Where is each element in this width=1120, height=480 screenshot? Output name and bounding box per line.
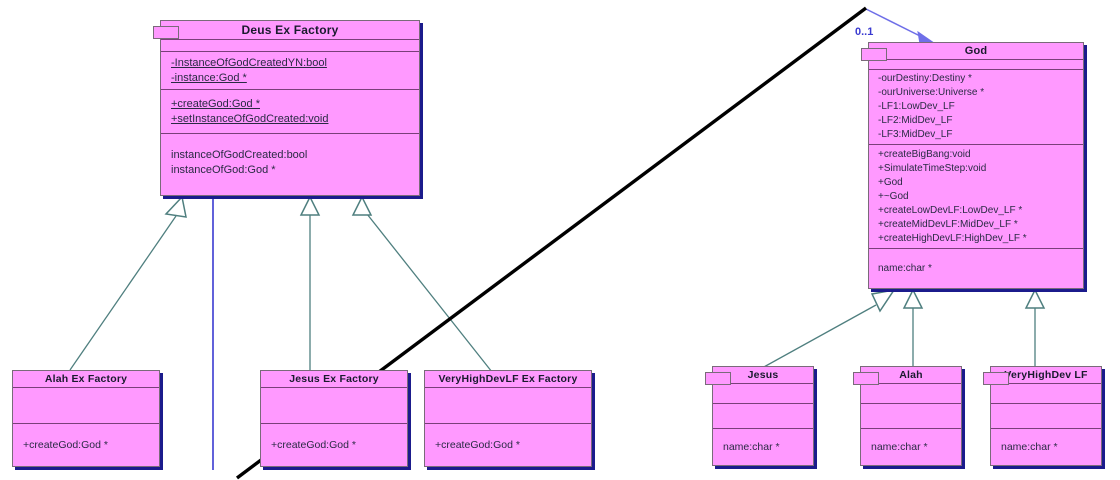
class-tab-icon [853,372,879,385]
attributes-compartment-god: -ourDestiny:Destiny * -ourUniverse:Unive… [869,70,1083,145]
class-title-jesus: Jesus [713,367,813,384]
compartment-empty-2 [713,404,813,429]
operations-compartment-god: +createBigBang:void +SimulateTimeStep:vo… [869,145,1083,249]
compartment-empty-1 [861,384,961,404]
multiplicity-label-god: 0..1 [855,26,874,38]
class-box-alah-ex-factory[interactable]: Alah Ex Factory +createGod:God * [12,370,160,467]
operation-item: +createGod:God * [435,438,520,451]
generalization-jesus-to-god [761,288,896,369]
compartment-empty-1 [713,384,813,404]
attributes-compartment-jesus-ex-factory [261,388,407,424]
property-item: name:char * [1001,441,1058,453]
attribute-item: -LF3:MidDev_LF [878,129,953,140]
operation-item: +setInstanceOfGodCreated:void [171,112,329,125]
class-box-deus-ex-factory[interactable]: Deus Ex Factory -InstanceOfGodCreatedYN:… [153,20,420,196]
class-tab-icon [153,26,179,39]
property-item: name:char * [871,441,928,453]
operation-item: +createHighDevLF:HighDev_LF * [878,232,1027,244]
attributes-compartment-deus-ex-factory: -InstanceOfGodCreatedYN:bool -instance:G… [161,52,419,90]
property-item: instanceOfGod:God * [171,164,276,176]
attribute-item: -ourDestiny:Destiny * [878,73,972,84]
class-spacer-compartment [869,60,1083,70]
properties-compartment-jesus: name:char * [713,429,813,466]
attributes-compartment-veryhighdevlf-ex-factory [425,388,591,424]
class-title-jesus-ex-factory: Jesus Ex Factory [261,371,407,388]
properties-compartment-veryhighdev-lf: name:char * [991,429,1101,466]
generalization-jesusexfactory-to-deusexfactory [299,195,321,372]
class-tab-icon [861,48,887,61]
operations-compartment-jesus-ex-factory: +createGod:God * [261,424,407,466]
attribute-item: -ourUniverse:Universe * [878,87,985,98]
generalization-alahexfactory-to-deusexfactory [69,195,187,371]
association-deusexfactory-to-god [212,8,936,470]
class-title-veryhighdev-lf: VeryHighDev LF [991,367,1101,384]
class-title-deus-ex-factory: Deus Ex Factory [161,21,419,40]
operations-compartment-alah-ex-factory: +createGod:God * [13,424,159,466]
operation-item: +~God [878,190,909,202]
class-box-alah[interactable]: Alah name:char * [853,366,962,466]
class-title-alah-ex-factory: Alah Ex Factory [13,371,159,388]
class-box-jesus[interactable]: Jesus name:char * [705,366,814,466]
compartment-empty-1 [991,384,1101,404]
class-box-god[interactable]: God -ourDestiny:Destiny * -ourUniverse:U… [861,42,1084,289]
class-title-alah: Alah [861,367,961,384]
attributes-compartment-alah-ex-factory [13,388,159,424]
compartment-empty-2 [861,404,961,429]
class-tab-icon [705,372,731,385]
operation-item: +createGod:God * [271,438,356,451]
operations-compartment-veryhighdevlf-ex-factory: +createGod:God * [425,424,591,466]
generalization-veryhighdevlfexfactory-to-deusexfactory [351,195,493,373]
property-item: name:char * [723,441,780,453]
properties-compartment-god: name:char * [869,249,1083,288]
class-box-veryhighdevlf-ex-factory[interactable]: VeryHighDevLF Ex Factory +createGod:God … [424,370,592,467]
class-box-veryhighdev-lf[interactable]: VeryHighDev LF name:char * [983,366,1102,466]
operation-item: +createLowDevLF:LowDev_LF * [878,204,1023,216]
generalization-veryhighdevlf-to-god [1024,288,1046,368]
generalization-alah-to-god [902,288,924,368]
property-item: name:char * [878,262,932,274]
attribute-item: -instance:God * [171,71,247,84]
class-box-jesus-ex-factory[interactable]: Jesus Ex Factory +createGod:God * [260,370,408,467]
class-title-veryhighdevlf-ex-factory: VeryHighDevLF Ex Factory [425,371,591,388]
attribute-item: -LF1:LowDev_LF [878,101,955,112]
compartment-empty-2 [991,404,1101,429]
operations-compartment-deus-ex-factory: +createGod:God * +setInstanceOfGodCreate… [161,90,419,134]
operation-item: +createGod:God * [23,438,108,451]
operation-item: +SimulateTimeStep:void [878,162,987,174]
operation-item: +God [878,176,903,188]
properties-compartment-alah: name:char * [861,429,961,466]
class-title-god: God [869,43,1083,60]
operation-item: +createBigBang:void [878,148,971,160]
class-spacer-compartment [161,40,419,52]
attribute-item: -LF2:MidDev_LF [878,115,953,126]
attribute-item: -InstanceOfGodCreatedYN:bool [171,56,327,69]
operation-item: +createMidDevLF:MidDev_LF * [878,218,1018,230]
class-tab-icon [983,372,1009,385]
operation-item: +createGod:God * [171,97,260,110]
properties-compartment-deus-ex-factory: instanceOfGodCreated:bool instanceOfGod:… [161,134,419,192]
property-item: instanceOfGodCreated:bool [171,149,308,161]
